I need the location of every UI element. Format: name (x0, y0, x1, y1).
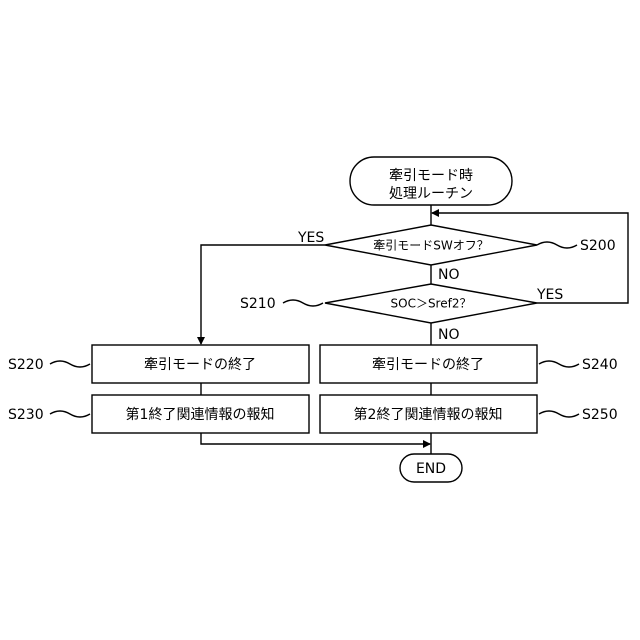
process-s220-text: 牽引モードの終了 (144, 356, 256, 373)
step-id-s240: S240 (582, 357, 618, 373)
start-label-line1: 牽引モード時 (389, 167, 473, 184)
connector-s200-yes (201, 245, 325, 344)
leader-s250 (539, 411, 579, 417)
step-id-s200: S200 (580, 238, 616, 254)
decision-s200-text: 牽引モードSWオフ？ (373, 238, 488, 253)
process-s230-text: 第1終了関連情報の報知 (126, 406, 275, 423)
s200-no-label: NO (438, 267, 460, 283)
process-s250-text: 第2終了関連情報の報知 (354, 406, 503, 423)
leader-s230 (50, 411, 90, 417)
start-label-line2: 処理ルーチン (389, 186, 473, 202)
end-label: END (416, 461, 446, 477)
step-id-s210: S210 (240, 296, 276, 312)
step-id-s230: S230 (8, 407, 44, 423)
step-id-s250: S250 (582, 407, 618, 423)
step-id-s220: S220 (8, 357, 44, 373)
s210-no-label: NO (438, 327, 460, 343)
s200-yes-label: YES (297, 230, 324, 246)
decision-s210-text: SOC＞Sref2？ (391, 297, 472, 311)
s210-yes-label: YES (536, 287, 563, 303)
process-s240-text: 牽引モードの終了 (372, 356, 484, 373)
leader-s240 (539, 361, 579, 367)
connector-s230-to-end (201, 433, 430, 444)
leader-s210 (283, 300, 323, 306)
leader-s220 (50, 361, 90, 367)
leader-s200 (537, 242, 577, 248)
